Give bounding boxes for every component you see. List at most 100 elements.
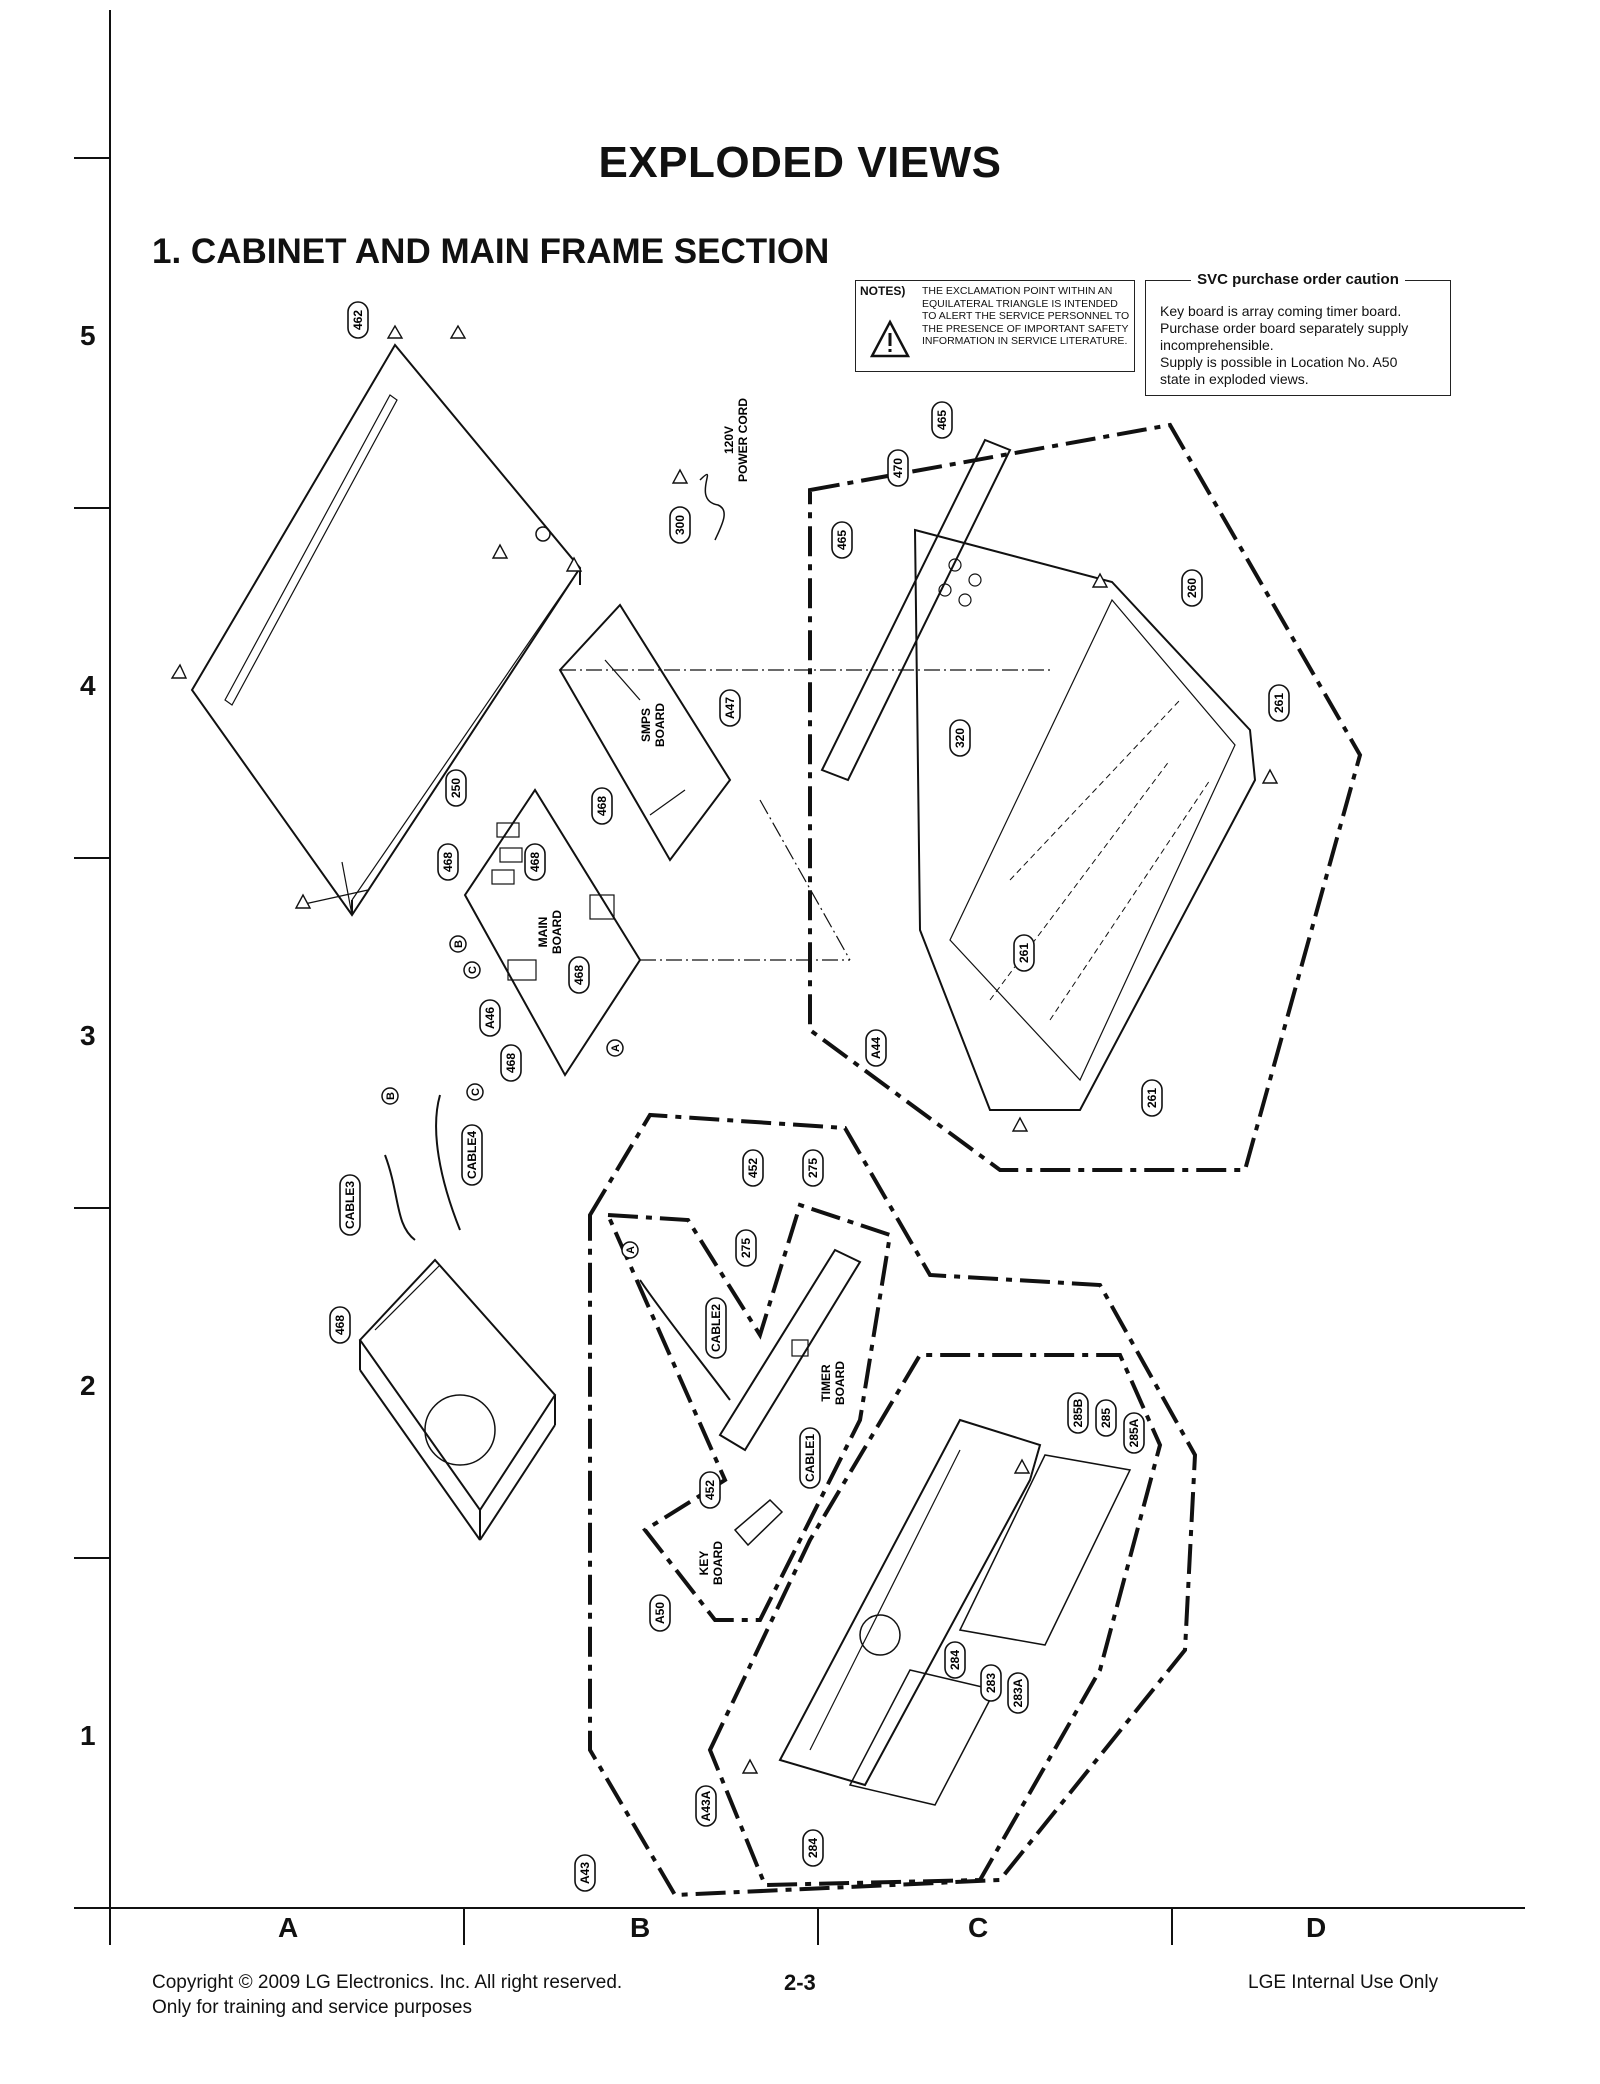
part-tag-a50: A50 xyxy=(649,1594,671,1632)
svg-text:A: A xyxy=(625,1246,637,1254)
exploded-view-drawing xyxy=(170,324,1363,1898)
svg-text:465: 465 xyxy=(935,410,949,430)
cable4 xyxy=(435,1094,461,1231)
footer-internal-use: LGE Internal Use Only xyxy=(1248,1972,1439,1993)
page-title: EXPLODED VIEWS xyxy=(598,138,1002,187)
notes-text: THE EXCLAMATION POINT WITHIN AN EQUILATE… xyxy=(922,285,1130,347)
boundary-a43a xyxy=(707,1353,1163,1888)
svg-text:275: 275 xyxy=(806,1158,820,1178)
part-tag-283: 283 xyxy=(980,1664,1002,1702)
notes-heading: NOTES) xyxy=(860,284,906,298)
part-tag-470: 470 xyxy=(887,449,909,487)
part-tag-465: 465 xyxy=(831,521,853,559)
svg-text:B: B xyxy=(385,1092,397,1100)
main-board-label: MAIN xyxy=(536,917,550,948)
column-label-a: A xyxy=(278,1912,299,1943)
row-label-3: 3 xyxy=(80,1020,96,1051)
row-label-4: 4 xyxy=(80,670,96,701)
part-tag-261: 261 xyxy=(1013,934,1035,972)
svg-text:452: 452 xyxy=(746,1158,760,1178)
front-panel-a43a xyxy=(778,1418,1042,1787)
key-board-label: KEY xyxy=(697,1551,711,1576)
svg-text:260: 260 xyxy=(1185,578,1199,598)
part-tag-468: 468 xyxy=(524,843,546,881)
safety-notes-box: NOTES) THE EXCLAMATION POINT WITHIN AN E… xyxy=(855,280,1135,372)
dvd-drive xyxy=(358,1258,557,1541)
svg-text:CABLE3: CABLE3 xyxy=(343,1181,357,1229)
part-tag-a47: A47 xyxy=(719,689,741,727)
cable3-label: CABLE3 xyxy=(339,1174,361,1236)
svg-text:285A: 285A xyxy=(1127,1418,1141,1447)
svg-text:A: A xyxy=(610,1044,622,1052)
svg-text:275: 275 xyxy=(739,1238,753,1258)
warning-triangle-icon xyxy=(170,324,1279,1774)
svg-text:283: 283 xyxy=(984,1673,998,1693)
part-tag-468: 468 xyxy=(500,1044,522,1082)
part-tag-468: 468 xyxy=(568,956,590,994)
section-title: 1. CABINET AND MAIN FRAME SECTION xyxy=(152,232,830,271)
main-board-label: BOARD xyxy=(550,910,564,954)
svc-caution-line: Key board is array coming timer board. xyxy=(1160,303,1402,319)
part-tag-452: 452 xyxy=(699,1471,721,1509)
svg-text:468: 468 xyxy=(504,1053,518,1073)
part-tag-a46: A46 xyxy=(479,999,501,1037)
svg-text:261: 261 xyxy=(1145,1088,1159,1108)
part-tag-260: 260 xyxy=(1181,569,1203,607)
svg-text:250: 250 xyxy=(449,778,463,798)
part-tag-250: 250 xyxy=(445,769,467,807)
svg-text:320: 320 xyxy=(953,728,967,748)
part-tag-452: 452 xyxy=(742,1149,764,1187)
svg-text:468: 468 xyxy=(441,852,455,872)
row-label-2: 2 xyxy=(80,1370,96,1401)
svg-text:CABLE4: CABLE4 xyxy=(465,1131,479,1179)
part-tag-300: 300 xyxy=(669,506,691,544)
svg-text:284: 284 xyxy=(806,1838,820,1858)
part-tag-462: 462 xyxy=(347,301,369,339)
svc-caution-box: SVC purchase order caution Key board is … xyxy=(1145,271,1451,396)
svg-text:468: 468 xyxy=(572,965,586,985)
svg-text:468: 468 xyxy=(333,1315,347,1335)
footer-purpose: Only for training and service purposes xyxy=(152,1997,472,2018)
cable3 xyxy=(384,1154,416,1241)
part-tag-284: 284 xyxy=(944,1641,966,1679)
smps-board-label: BOARD xyxy=(653,703,667,747)
part-tag-261: 261 xyxy=(1268,684,1290,722)
column-label-d: D xyxy=(1306,1912,1327,1943)
power-cord-label: POWER CORD xyxy=(736,398,750,482)
part-tag-285b: 285B xyxy=(1067,1392,1089,1434)
svg-text:468: 468 xyxy=(595,796,609,816)
column-label-c: C xyxy=(968,1912,989,1943)
connector-a-icon xyxy=(621,1241,639,1259)
cable4-label: CABLE4 xyxy=(461,1124,483,1186)
timer-board-label: TIMER xyxy=(819,1364,833,1402)
key-board xyxy=(733,1498,784,1547)
cable2-label: CABLE2 xyxy=(705,1297,727,1359)
svg-text:C: C xyxy=(470,1088,482,1096)
part-tag-285: 285 xyxy=(1095,1399,1117,1437)
svc-caution-line: state in exploded views. xyxy=(1160,371,1309,387)
window-285 xyxy=(958,1454,1132,1646)
part-tag-a44: A44 xyxy=(865,1029,887,1067)
svg-text:285B: 285B xyxy=(1071,1398,1085,1427)
connector-b-icon xyxy=(449,935,467,953)
smps-board-label: SMPS xyxy=(639,708,653,742)
timer-board-label: BOARD xyxy=(833,1361,847,1405)
svc-caution-line: Purchase order board separately supply xyxy=(1160,320,1409,336)
svg-text:A44: A44 xyxy=(869,1037,883,1059)
part-tag-283a: 283A xyxy=(1007,1672,1029,1714)
svc-caution-line: incomprehensible. xyxy=(1160,337,1274,353)
svg-text:284: 284 xyxy=(948,1650,962,1670)
boundary-a44 xyxy=(808,422,1363,1172)
svg-text:A46: A46 xyxy=(483,1007,497,1029)
cable2 xyxy=(639,1279,731,1401)
column-label-b: B xyxy=(630,1912,651,1943)
row-label-5: 5 xyxy=(80,320,96,351)
cable1-label: CABLE1 xyxy=(799,1427,821,1489)
smps-board xyxy=(558,603,732,862)
timer-board xyxy=(718,1248,862,1452)
part-tag-275: 275 xyxy=(802,1149,824,1187)
svg-text:468: 468 xyxy=(528,852,542,872)
svg-text:CABLE1: CABLE1 xyxy=(803,1434,817,1482)
connector-c-icon xyxy=(463,961,481,979)
